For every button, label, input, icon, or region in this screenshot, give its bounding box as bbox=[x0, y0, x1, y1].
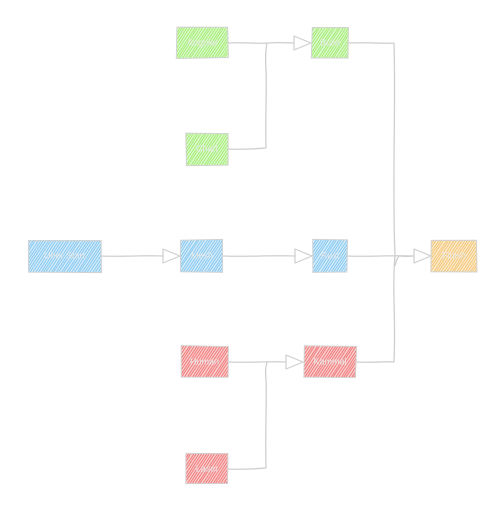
arrowhead-kammal bbox=[285, 354, 304, 370]
node-uber-start-label: Uber Start bbox=[44, 250, 86, 260]
node-hatch bbox=[177, 27, 228, 58]
node-finish: Finish bbox=[430, 239, 478, 273]
node-human: Human bbox=[180, 344, 229, 378]
node-outline bbox=[175, 26, 229, 59]
edge-kammal-to-finish bbox=[355, 255, 396, 363]
edge-uber-to-mesh bbox=[100, 255, 164, 257]
edge-laser-to-kammal bbox=[227, 361, 268, 470]
node-outline bbox=[430, 239, 478, 273]
node-finish-label: Finish bbox=[442, 250, 466, 260]
node-hatch bbox=[312, 27, 348, 58]
node-chart: Chart bbox=[185, 132, 229, 167]
edge-build-to-finish bbox=[347, 42, 415, 267]
arrowheads bbox=[162, 35, 432, 370]
node-angular: Angular bbox=[175, 26, 229, 59]
node-rust-label: Rust bbox=[321, 250, 340, 260]
node-outline bbox=[312, 238, 349, 273]
edge-human-to-kammal bbox=[227, 361, 287, 363]
node-rust: Rust bbox=[312, 238, 349, 273]
edges bbox=[100, 41, 415, 470]
node-hatch bbox=[181, 240, 223, 272]
node-hatch bbox=[304, 346, 356, 377]
node-outline bbox=[303, 345, 358, 379]
arrowhead-mesh bbox=[162, 248, 181, 264]
edge-chart-to-build bbox=[227, 42, 268, 150]
node-outline bbox=[179, 238, 224, 273]
node-outline bbox=[185, 452, 229, 485]
node-kammal: Kammal bbox=[303, 345, 358, 379]
edge-mesh-to-rust bbox=[222, 255, 296, 257]
node-outline bbox=[185, 132, 229, 167]
arrowhead-build bbox=[293, 35, 312, 51]
edge-rust-to-finish bbox=[346, 255, 415, 257]
node-outline bbox=[310, 27, 349, 59]
node-human-label: Human bbox=[190, 356, 219, 366]
node-hatch bbox=[431, 240, 477, 272]
node-chart-label: Chart bbox=[196, 143, 219, 153]
node-laser-label: Laser bbox=[196, 463, 219, 473]
node-laser: Laser bbox=[185, 452, 229, 485]
node-mesh: Mesh bbox=[179, 238, 224, 273]
node-kammal-label: Kammal bbox=[313, 356, 346, 366]
edge-angular-to-build bbox=[227, 41, 295, 44]
node-outline bbox=[180, 344, 229, 378]
node-build-label: Build bbox=[320, 37, 340, 47]
node-mesh-label: Mesh bbox=[191, 250, 213, 260]
arrowhead-finish bbox=[413, 248, 432, 264]
arrowhead-rust bbox=[294, 248, 313, 264]
node-angular-label: Angular bbox=[187, 37, 218, 47]
node-build: Build bbox=[310, 27, 349, 59]
node-outline bbox=[28, 240, 102, 274]
node-uber-start: Uber Start bbox=[28, 240, 102, 274]
